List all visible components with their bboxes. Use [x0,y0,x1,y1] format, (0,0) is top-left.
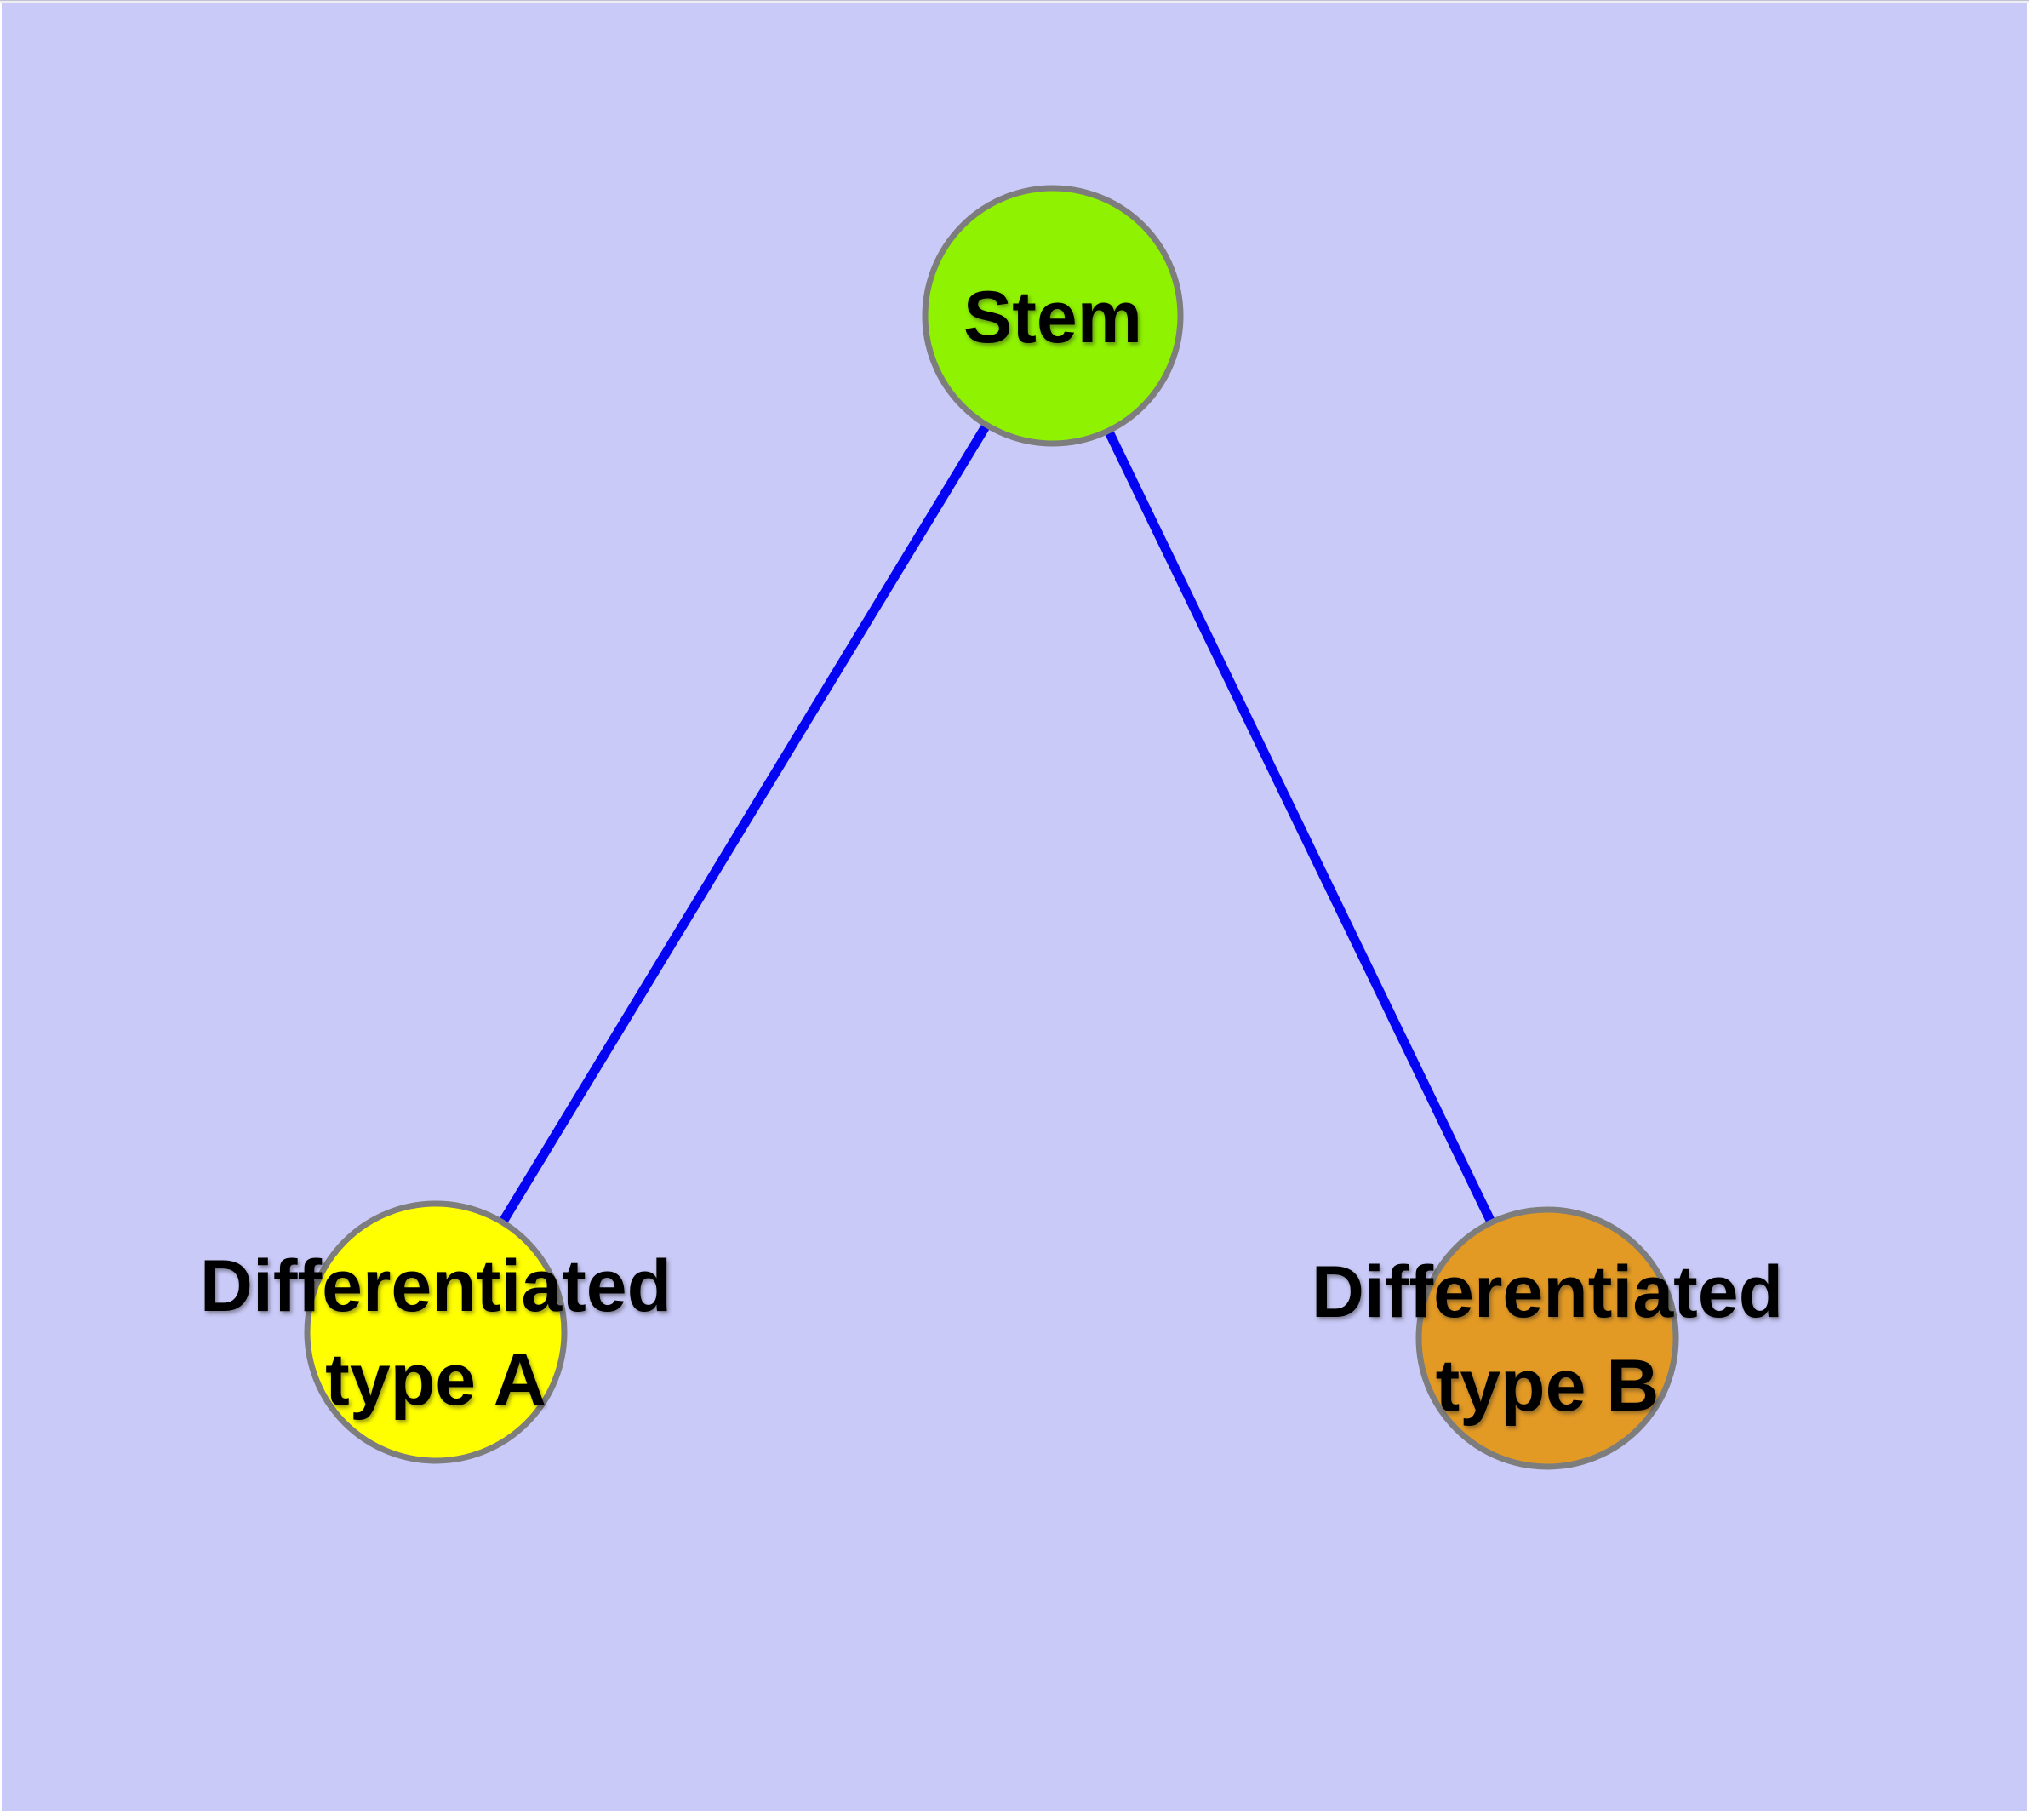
window-top-edge-line [0,0,2029,1]
node-differentiated-type-a [304,1200,568,1464]
node-label-stem: Stem [963,277,1143,358]
node-stem [922,185,1184,447]
window-top-frame-strip [0,1,2029,3]
node-label-differentiated-type-b: Differentiated type B [1311,1251,1784,1427]
node-label-differentiated-type-a: Differentiated type A [199,1245,672,1421]
edge-stem-to-type-a [432,313,1057,1335]
edge-stem-to-type-b [1049,313,1552,1341]
node-differentiated-type-b [1415,1206,1679,1470]
